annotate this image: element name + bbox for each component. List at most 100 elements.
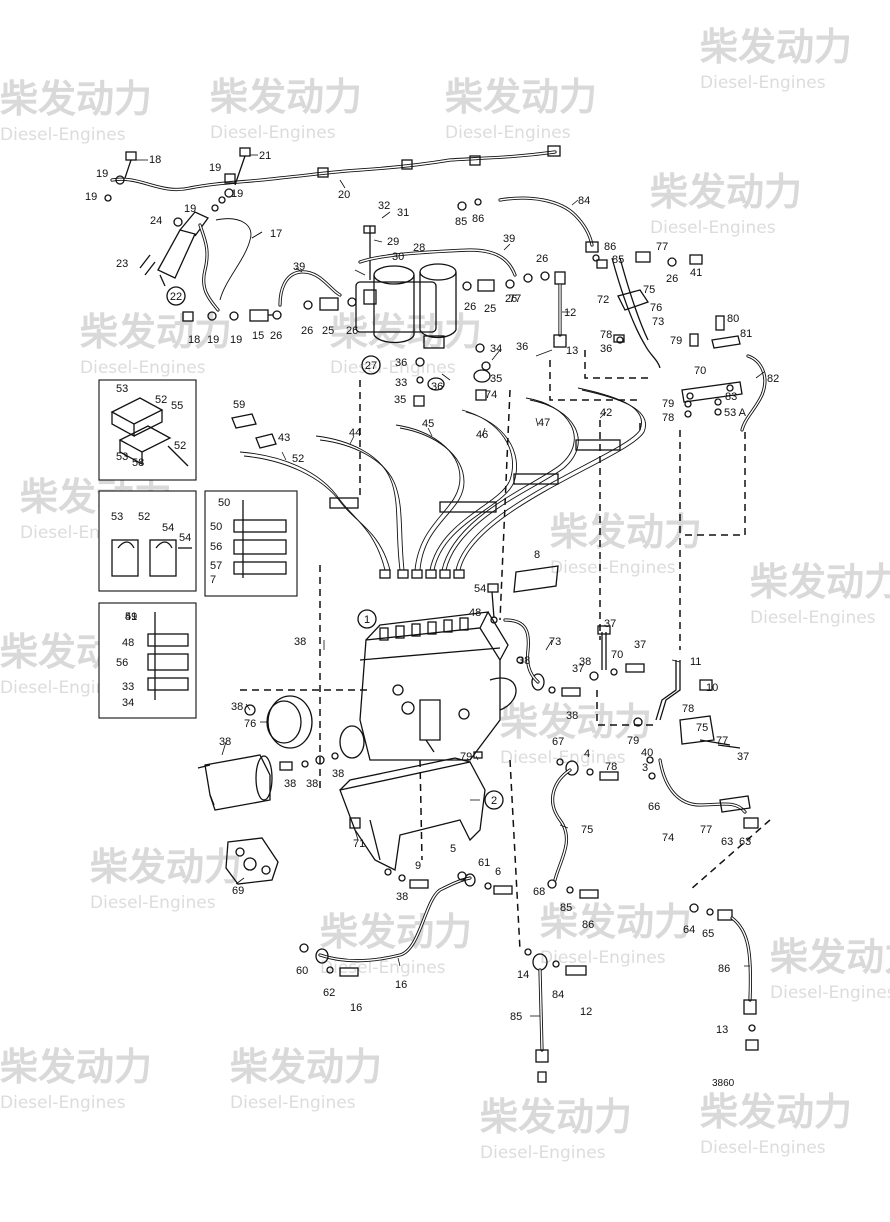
part-label: 75 [643, 284, 655, 296]
detail-box-48-49 [98, 602, 197, 719]
part-label: 79 [627, 735, 639, 747]
part-label: 37 [634, 639, 646, 651]
part-label: 49 [125, 611, 137, 623]
flange-9 [225, 837, 279, 885]
leak-off-pipe-20 [110, 145, 561, 191]
part-label: 38 [579, 656, 591, 668]
svg-text:Diesel-Engines: Diesel-Engines [500, 748, 626, 768]
part-label: 19 [230, 334, 242, 346]
part-label: 24 [150, 215, 162, 227]
svg-text:柴发动力: 柴发动力 [0, 77, 152, 121]
svg-text:Diesel-Engines: Diesel-Engines [700, 1138, 826, 1158]
linkage-lower-70-77 [633, 660, 759, 829]
part-label: 42 [600, 407, 612, 419]
svg-text:Diesel-Engines: Diesel-Engines [330, 358, 456, 378]
part-label: 45 [422, 418, 434, 430]
watermark-logo: 柴发动力 Diesel-Engines [480, 1095, 632, 1163]
part-label: 39 [503, 233, 515, 245]
part-label: 36 [431, 381, 443, 393]
fitting-row-left [182, 309, 282, 322]
part-label: 50 [218, 497, 230, 509]
part-label: 60 [296, 965, 308, 977]
part-label: 12 [580, 1006, 592, 1018]
part-label: 71 [353, 838, 365, 850]
bracket-74 [681, 315, 743, 418]
part-label: 52 [138, 511, 150, 523]
part-label: 75 [696, 722, 708, 734]
part-label: 63 [739, 836, 751, 848]
leak-pipe-17 [198, 218, 252, 312]
part-label: 19 [85, 191, 97, 203]
part-label: 70 [611, 649, 623, 661]
part-label: 37 [737, 751, 749, 763]
injection-pump-1 [339, 611, 517, 761]
part-label: 53 A [724, 407, 747, 419]
part-label: 78 [600, 329, 612, 341]
pump-fittings [279, 656, 645, 781]
svg-text:柴发动力: 柴发动力 [750, 560, 890, 604]
pipe-34 [503, 618, 540, 684]
part-label: 38 [306, 778, 318, 790]
svg-text:Diesel-Engines: Diesel-Engines [550, 558, 676, 578]
svg-text:Diesel-Engines: Diesel-Engines [320, 958, 446, 978]
part-label: 3 [642, 762, 648, 774]
part-label: 10 [706, 682, 718, 694]
part-label: 59 [233, 399, 245, 411]
part-label: 43 [278, 432, 290, 444]
part-label: 86 [472, 213, 484, 225]
leader-lines [135, 154, 765, 1017]
part-label: 74 [662, 832, 674, 844]
watermark-logo: 柴发动力 Diesel-Engines [650, 170, 802, 238]
part-label: 19 [96, 168, 108, 180]
part-label: 85 [510, 1011, 522, 1023]
watermark-logo: 柴发动力 Diesel-Engines [210, 75, 362, 143]
part-label: 40 [641, 747, 653, 759]
watermark-logo: 柴发动力 Diesel-Engines [770, 935, 890, 1003]
svg-text:Diesel-Engines: Diesel-Engines [480, 1143, 606, 1163]
part-label: 4 [584, 748, 590, 760]
part-label: 19 [184, 203, 196, 215]
svg-text:柴发动力: 柴发动力 [540, 900, 692, 944]
svg-text:22: 22 [170, 291, 182, 303]
part-label: 26 [270, 330, 282, 342]
hose-84-lower [689, 903, 759, 1051]
part-label: 74 [485, 389, 497, 401]
watermark-logo: 柴发动力 Diesel-Engines [320, 910, 472, 978]
part-label: 77 [509, 293, 521, 305]
part-label: 18 [149, 154, 161, 166]
part-label: 50 [210, 521, 222, 533]
part-label: 70 [694, 365, 706, 377]
part-label: 21 [259, 150, 271, 162]
part-label: 30 [392, 251, 404, 263]
part-label: 53 [111, 511, 123, 523]
part-label: 52 [174, 440, 186, 452]
watermarks: 柴发动力 Diesel-Engines 柴发动力 Diesel-Engines … [0, 25, 890, 1163]
part-label: 81 [740, 328, 752, 340]
circled-marker-22: 22 [166, 286, 186, 306]
part-label: 79 [460, 751, 472, 763]
svg-text:柴发动力: 柴发动力 [650, 170, 802, 214]
part-label: 47 [538, 417, 550, 429]
svg-text:柴发动力: 柴发动力 [480, 1095, 632, 1139]
part-label: 26 [536, 253, 548, 265]
clamp-58-59 [231, 413, 277, 449]
part-label: 33 [395, 377, 407, 389]
part-label: 38 [219, 736, 231, 748]
circled-marker-1: 1 [357, 609, 377, 629]
part-label: 32 [378, 200, 390, 212]
part-label: 57 [210, 560, 222, 572]
part-label: 5 [450, 843, 456, 855]
part-label: 38 [396, 891, 408, 903]
fuel-pipes-28-39 [278, 248, 517, 307]
part-label: 26 [301, 325, 313, 337]
svg-text:Diesel-Engines: Diesel-Engines [770, 983, 890, 1003]
part-label: 17 [270, 228, 282, 240]
part-label: 85 [455, 216, 467, 228]
watermark-logo: 柴发动力 Diesel-Engines [0, 77, 152, 145]
part-label: 41 [690, 267, 702, 279]
part-label: 72 [597, 294, 609, 306]
pipe-66 [547, 768, 599, 899]
part-label: 6 [495, 866, 501, 878]
svg-text:Diesel-Engines: Diesel-Engines [0, 125, 126, 145]
part-label: 44 [349, 427, 361, 439]
